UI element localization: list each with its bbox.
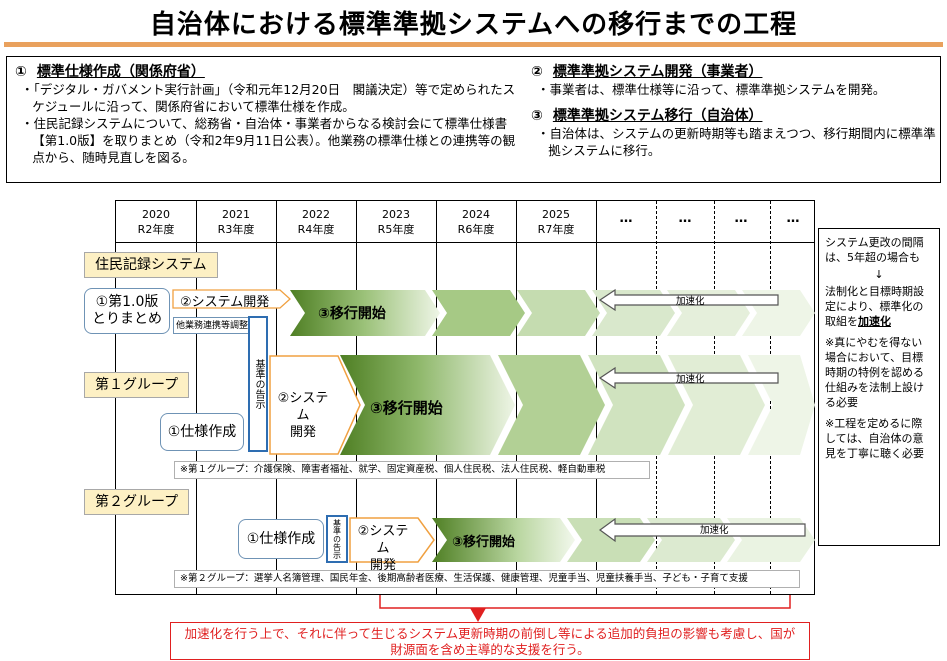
side-text: ※真にやむを得ない場合において、目標時期の特例を認める仕組みを法制上設ける必要 [825, 336, 924, 409]
section-1-title: 標準仕様作成（関係府省） [36, 64, 205, 80]
header-divider [116, 242, 814, 243]
section-2-number: ② [531, 64, 543, 80]
section-3-title: 標準準拠システム移行（自治体） [552, 108, 763, 124]
red-pointer [470, 608, 486, 622]
accel-arrow [598, 288, 779, 312]
group1-note-box [174, 461, 650, 479]
section-3-heading: ③ 標準準拠システム移行（自治体） [531, 105, 762, 125]
accel-arrow [598, 517, 806, 543]
year-ellipsis: … [786, 211, 800, 226]
group2-note-box [174, 570, 800, 588]
group1-dev-shape [269, 355, 361, 455]
group1-migrate-label: ③移行開始 [370, 399, 443, 417]
accel-arrow [598, 366, 779, 390]
bottom-note: 加速化を行う上で、それに伴って生じるシステム更新時期の前倒し等による追加的負担の… [170, 622, 810, 660]
group1-accel-label: 加速化 [676, 374, 705, 385]
section-3-bullet: ・自治体は、システムの更新時期等も踏まえつつ、移行期間内に標準準拠システムに移行… [537, 126, 936, 158]
group2-label: 第２グループ [84, 489, 190, 515]
red-bracket [379, 595, 791, 609]
juki-label: 住民記録システム [84, 252, 218, 278]
group2-notice-box: 基準の告示 [326, 515, 348, 563]
juki-coord-box: 他業務連携等調整 [173, 317, 251, 334]
group1-label: 第１グループ [84, 372, 190, 398]
standard-notice-box: 基準の告示 [248, 316, 268, 452]
juki-accel-label: 加速化 [676, 296, 705, 307]
juki-spec-box: ①第1.0版 とりまとめ [84, 288, 170, 334]
group1-dev-label: ②システム 開発 [277, 391, 329, 440]
section-1-bullet: ・「デジタル・ガバメント実行計画」（令和元年12月20日 閣議決定）等で定められ… [21, 82, 516, 114]
section-1-body: ・「デジタル・ガバメント実行計画」（令和元年12月20日 閣議決定）等で定められ… [21, 81, 526, 166]
chevron [290, 290, 440, 336]
group2-dev-shape [349, 517, 435, 563]
juki-dev-shape [172, 289, 291, 309]
chevron [432, 290, 525, 336]
summary-box: ① 標準仕様作成（関係府省） ・「デジタル・ガバメント実行計画」（令和元年12月2… [6, 56, 941, 183]
down-arrow-icon: ↓ [874, 268, 884, 281]
section-2-heading: ② 標準準拠システム開発（事業者） [531, 61, 762, 81]
year-ellipsis: … [678, 211, 692, 226]
page-title: 自治体における標準準拠システムへの移行までの工程 [149, 10, 798, 40]
section-3-number: ③ [531, 108, 543, 124]
group2-dev-label: ②システム 開発 [357, 524, 409, 573]
side-text: ※工程を定めるに際しては、自治体の意見を丁寧に聴く必要 [825, 417, 924, 460]
group1-note: ※第１グループ：介護保険、障害者福祉、就学、固定資産税、個人住民税、法人住民税、… [180, 464, 606, 475]
section-1-heading: ① 標準仕様作成（関係府省） [15, 61, 205, 81]
side-panel: システム更改の間隔は、5年超の場合も ↓ 法制化と目標時期設定により、標準化の取… [818, 228, 940, 546]
juki-dev-label: ②システム開発 [180, 295, 270, 310]
year-ellipsis: … [619, 211, 633, 226]
title-underline [4, 42, 943, 47]
year-divider [516, 201, 517, 594]
side-text: 法制化と目標時期設定により、標準化の取組を加速化 [825, 285, 924, 328]
section-2-title: 標準準拠システム開発（事業者） [552, 64, 763, 80]
section-2-bullet: ・事業者は、標準仕様等に沿って、標準準拠システムを開発。 [537, 82, 886, 97]
chevron [498, 355, 605, 455]
chevron [517, 290, 600, 336]
chevron [340, 355, 515, 455]
group2-spec-box: ①仕様作成 [238, 519, 324, 559]
chevron [432, 518, 575, 562]
group2-note: ※第２グループ：選挙人名簿管理、国民年金、後期高齢者医療、生活保護、健康管理、児… [180, 573, 748, 584]
group1-spec-box: ①仕様作成 [160, 413, 244, 451]
group2-accel-label: 加速化 [700, 525, 729, 536]
group2-migrate-label: ③移行開始 [452, 535, 516, 550]
side-text: システム更改の間隔は、5年超の場合も [825, 236, 924, 264]
year-divider [196, 201, 197, 594]
section-1-number: ① [15, 64, 27, 80]
section-1-bullet: ・住民記録システムについて、総務省・自治体・事業者からなる検討会にて標準仕様書【… [21, 116, 516, 165]
year-ellipsis: … [734, 211, 748, 226]
section-2-body: ・事業者は、標準仕様等に沿って、標準準拠システムを開発。 [537, 81, 937, 98]
juki-migrate-label: ③移行開始 [318, 306, 386, 322]
section-3-body: ・自治体は、システムの更新時期等も踏まえつつ、移行期間内に標準準拠システムに移行… [537, 125, 937, 159]
